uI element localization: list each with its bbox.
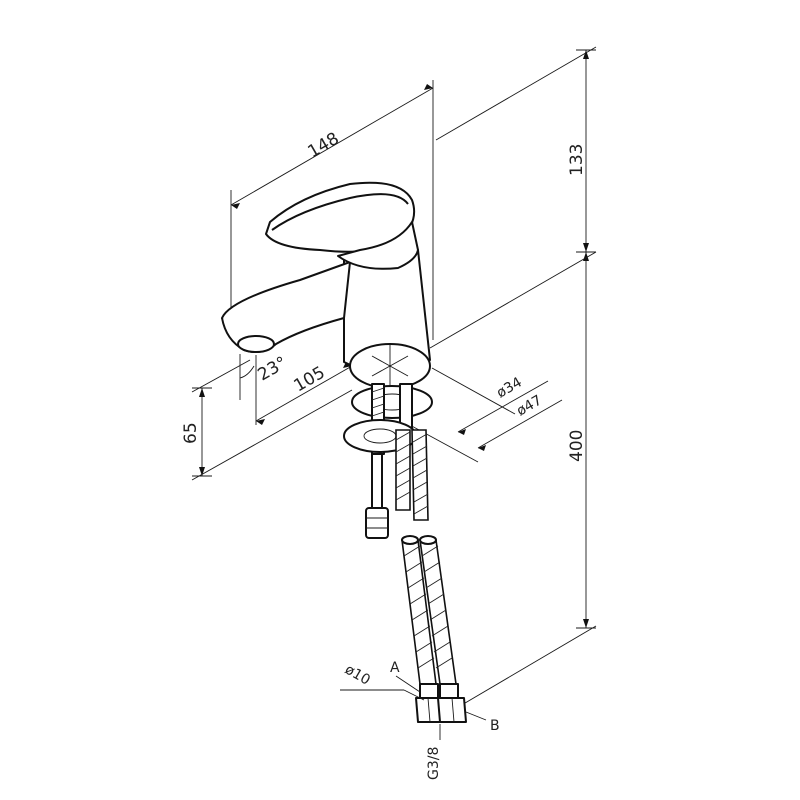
thread-label: G3/8 [426, 747, 442, 780]
dim-10-label: ø10 [342, 662, 373, 689]
faucet-body [221, 181, 431, 374]
dim-148-label: 148 [305, 129, 343, 163]
flexible-hoses [395, 429, 467, 723]
label-b: B [490, 718, 500, 734]
dimension-65: 65 [181, 359, 353, 481]
dim-34-label: ø34 [494, 374, 525, 401]
angle-23-label: 23° [255, 353, 291, 385]
connection-annotations: A ø10 B G3/8 [340, 660, 500, 780]
dim-105-label: 105 [291, 363, 329, 397]
dim-400-label: 400 [567, 430, 587, 462]
label-a: A [390, 660, 400, 676]
angle-23: 23° [239, 353, 291, 400]
dim-47-label: ø47 [514, 392, 545, 419]
dim-133-label: 133 [567, 144, 587, 176]
dimension-133: 133 [435, 46, 597, 253]
dimension-diameters: ø34 ø47 [407, 367, 563, 463]
dim-65-label: 65 [181, 422, 201, 444]
base-mount [343, 343, 433, 539]
dimension-400: 400 [429, 251, 597, 707]
